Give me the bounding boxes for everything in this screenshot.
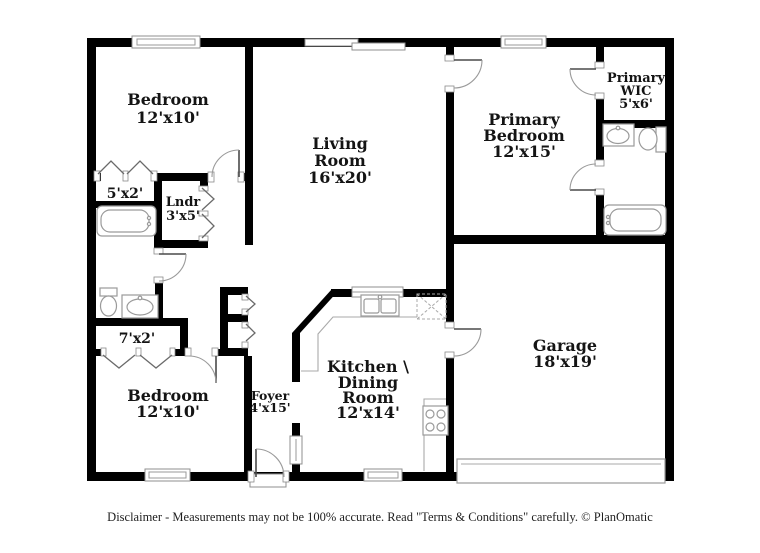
door-swings	[158, 59, 597, 478]
door-primary-bathroom	[569, 163, 597, 191]
bifold-laundry-icon	[201, 187, 215, 239]
label-closet-5x2: 5'x2'	[107, 186, 143, 202]
label-primary-wic-dims: 5'x6'	[619, 97, 653, 112]
bifold-hall-closets-icon	[245, 295, 256, 342]
sliding-glass-door-icon	[304, 38, 406, 51]
label-kitchen-3: Room	[342, 388, 394, 407]
label-foyer-dims: 4'x15'	[249, 400, 290, 415]
label-foyer: Foyer	[251, 388, 290, 403]
label-garage-dims: 18'x19'	[533, 352, 597, 371]
label-primary-bedroom-2: Bedroom	[483, 126, 565, 145]
room-labels: Bedroom 12'x10' Living Room 16'x20' Prim…	[107, 71, 666, 422]
foyer-side-window	[289, 435, 303, 465]
primary-bathtub-icon	[603, 204, 667, 236]
bathtub-icon	[96, 205, 157, 237]
door-primary-wic	[569, 68, 597, 96]
primary-sink-icon	[602, 123, 635, 147]
label-bedroom-bottom: Bedroom	[127, 386, 209, 405]
label-primary-bedroom-dims: 12'x15'	[492, 142, 556, 161]
label-living-dims: 16'x20'	[308, 168, 372, 187]
door-front-entry	[255, 448, 285, 478]
kitchen-counter-edge	[301, 316, 417, 372]
door-kitchen-to-garage	[453, 328, 482, 357]
label-laundry-dims: 3'x5'	[166, 209, 200, 224]
label-bedroom-top: Bedroom	[127, 90, 209, 109]
label-living-1: Living	[312, 134, 368, 153]
label-kitchen-2: Dining	[338, 373, 398, 392]
window-primary-bedroom	[500, 35, 547, 49]
label-bedroom-top-dims: 12'x10'	[136, 108, 200, 127]
door-hall-bathroom	[158, 253, 187, 282]
kitchen-right-counter-edge	[423, 398, 446, 471]
label-laundry-1: Lndr	[166, 195, 201, 210]
label-living-2: Room	[314, 151, 366, 170]
bifold-doors	[97, 160, 256, 369]
door-bedroom-top	[211, 149, 240, 178]
disclaimer-text: Disclaimer - Measurements may not be 100…	[107, 510, 653, 524]
door-primary-bedroom	[453, 59, 483, 89]
window-bedroom-bottom	[144, 468, 191, 482]
label-kitchen-1: Kitchen \	[327, 357, 409, 376]
kitchen-sink-icon	[360, 294, 400, 317]
label-bedroom-bottom-dims: 12'x10'	[136, 402, 200, 421]
bifold-closet-5x2-icon	[97, 160, 154, 175]
bifold-closet-7x2-icon	[102, 354, 173, 369]
stove-icon	[422, 405, 449, 436]
window-kitchen	[363, 468, 403, 482]
label-primary-bedroom-1: Primary	[488, 110, 560, 129]
primary-toilet-icon	[638, 126, 667, 153]
label-closet-7x2: 7'x2'	[119, 331, 155, 347]
refrigerator-dashed-box-icon	[416, 293, 447, 320]
plumbing-fixtures	[96, 123, 667, 319]
garage-door-icon	[456, 458, 666, 484]
label-primary-wic-1: Primary	[607, 71, 666, 86]
toilet-icon	[99, 287, 118, 317]
kitchen-fixtures	[301, 293, 449, 471]
sink-vanity-icon	[121, 294, 159, 319]
label-garage: Garage	[533, 336, 597, 355]
windows	[131, 35, 666, 488]
window-bedroom-top	[131, 35, 201, 49]
label-primary-wic-2: WIC	[619, 84, 651, 99]
label-kitchen-dims: 12'x14'	[336, 403, 400, 422]
door-bedroom-bottom	[188, 355, 217, 384]
